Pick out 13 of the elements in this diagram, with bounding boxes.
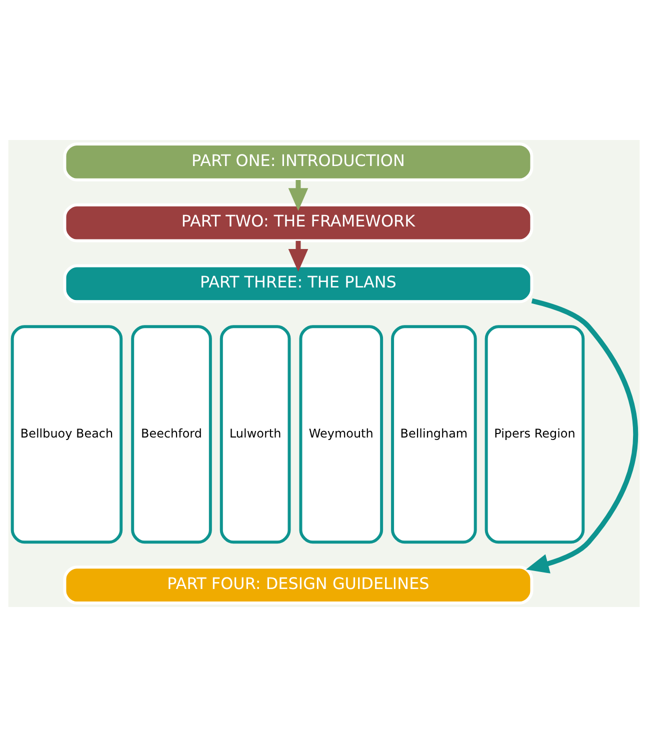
node-box: PART THREE: THE PLANS bbox=[63, 264, 534, 304]
node-box: PART FOUR: DESIGN GUIDELINES bbox=[63, 566, 534, 604]
node-box: Beechford bbox=[131, 325, 212, 544]
node-box: Pipers Region bbox=[484, 325, 585, 544]
node-box: PART ONE: INTRODUCTION bbox=[63, 142, 534, 182]
node-box: PART TWO: THE FRAMEWORK bbox=[63, 203, 534, 242]
node-box: Lulworth bbox=[220, 325, 291, 544]
node-box: Bellbuoy Beach bbox=[10, 325, 123, 544]
node-box: Bellingham bbox=[391, 325, 477, 544]
arrow bbox=[526, 298, 638, 574]
arrow bbox=[288, 180, 308, 211]
arrow bbox=[288, 240, 308, 272]
node-box: Weymouth bbox=[299, 325, 384, 544]
